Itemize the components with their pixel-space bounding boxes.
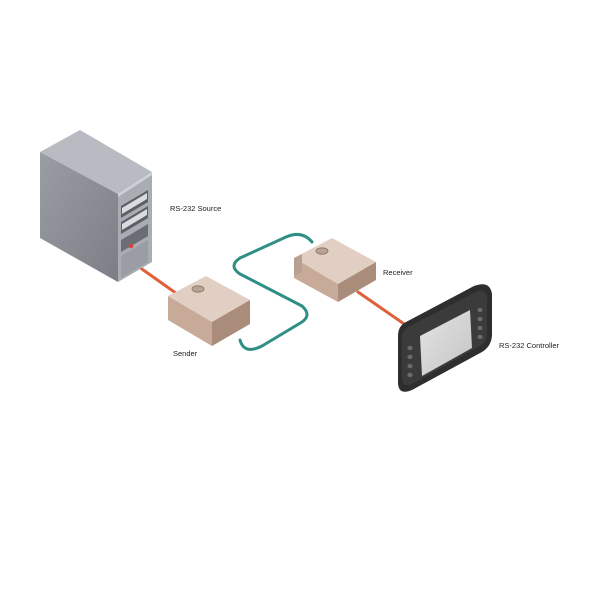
rs232-cable-receiver-to-controller xyxy=(356,290,412,330)
controller-label: RS-232 Controller xyxy=(499,341,560,350)
receiver-box-icon xyxy=(294,238,376,302)
receiver-label: Receiver xyxy=(383,268,413,277)
source-label: RS-232 Source xyxy=(170,204,221,213)
sender-box-icon xyxy=(168,276,250,346)
sender-label: Sender xyxy=(173,349,198,358)
link-cable-sender-to-receiver xyxy=(232,232,314,351)
computer-tower-icon xyxy=(40,130,152,282)
touch-panel-controller-icon xyxy=(398,284,492,392)
